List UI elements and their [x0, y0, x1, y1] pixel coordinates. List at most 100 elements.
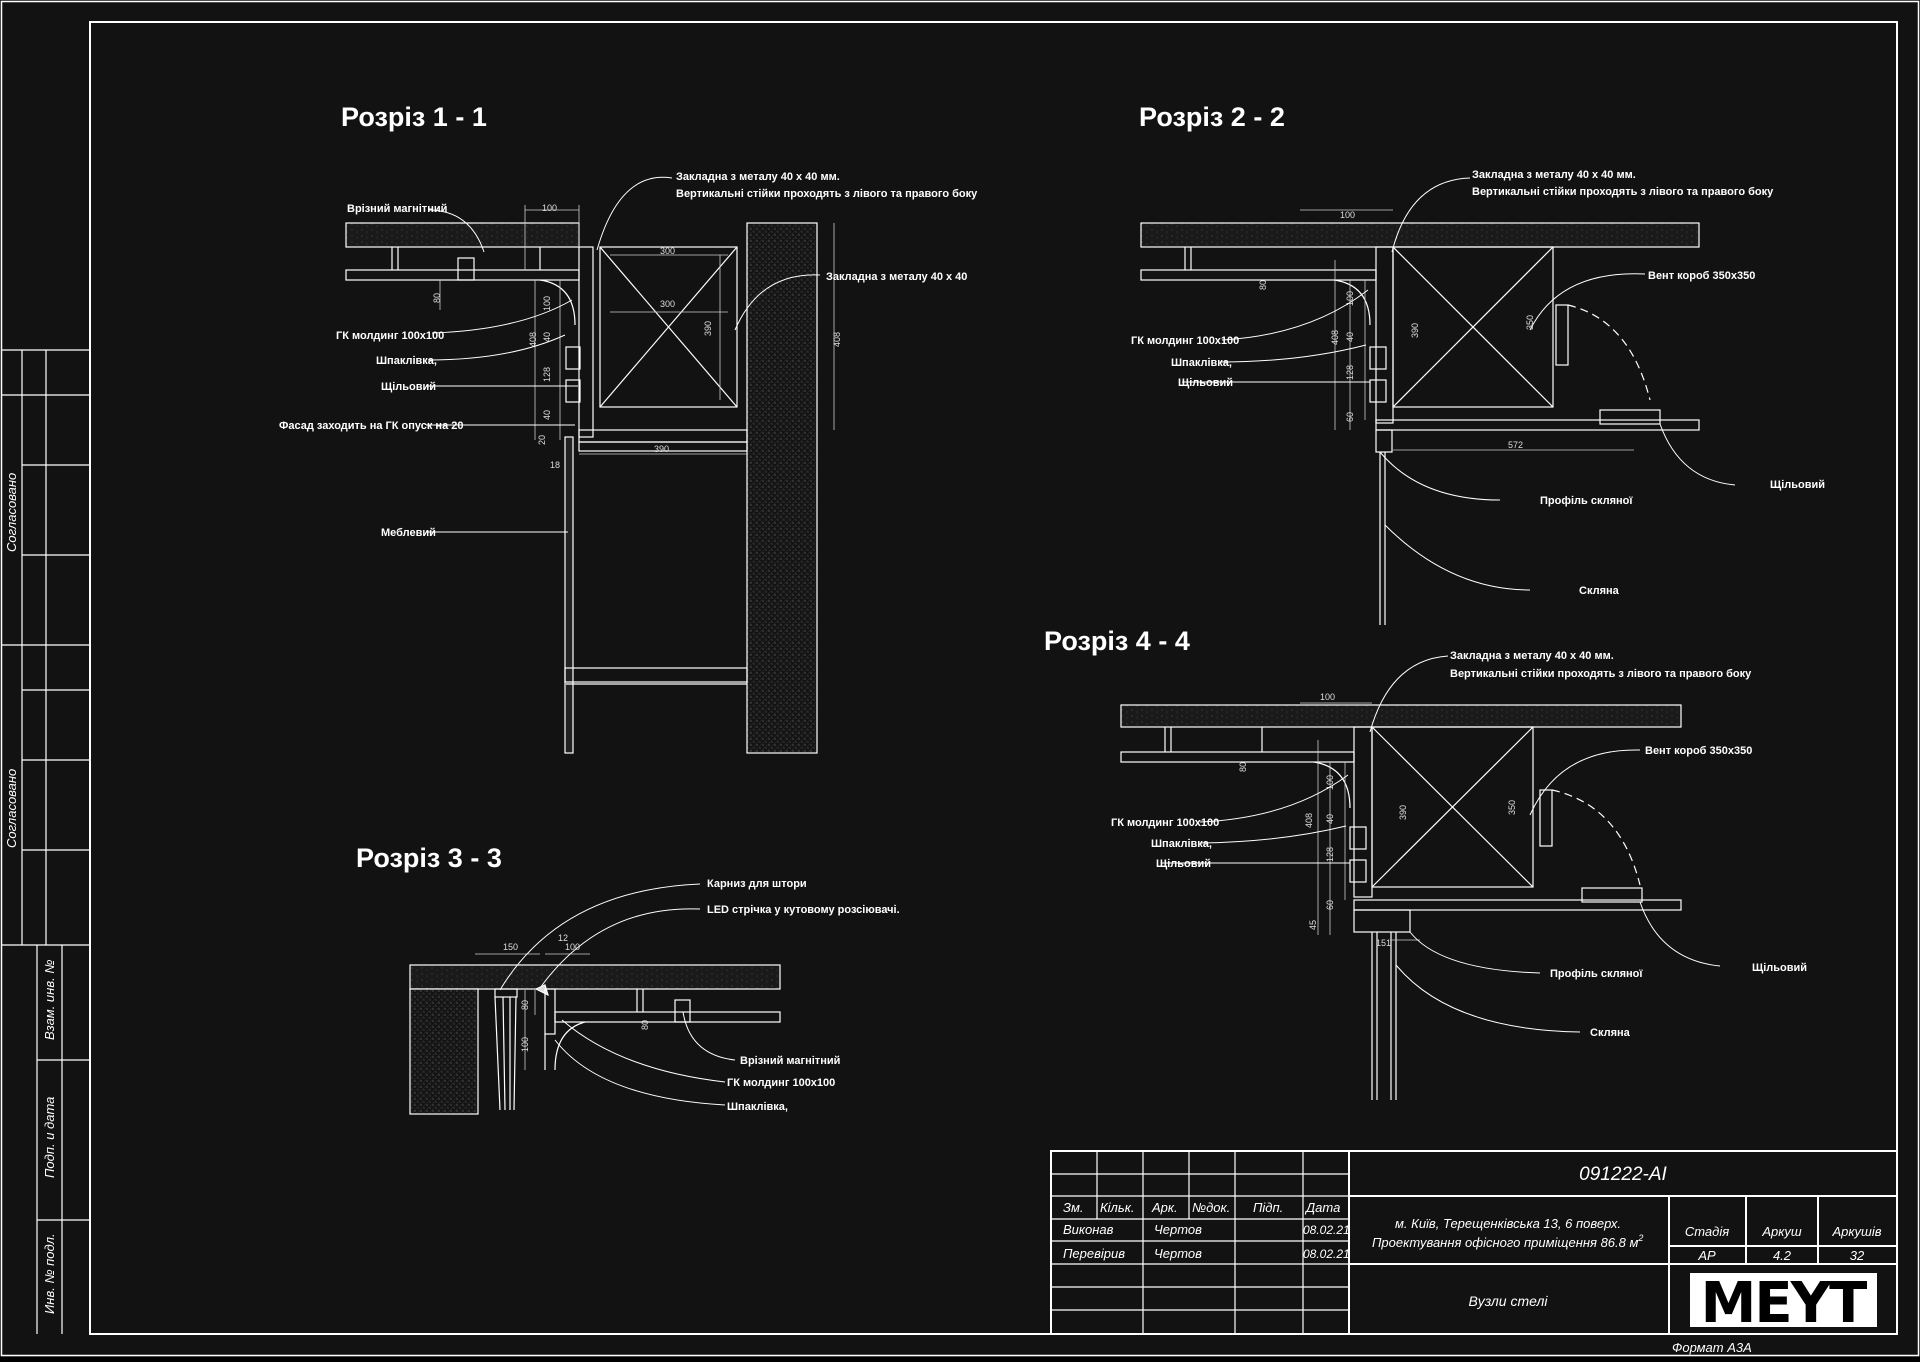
drawing-name: Вузли стелі — [1469, 1293, 1549, 1309]
value-sheet: 4.2 — [1773, 1248, 1792, 1263]
note-vent: Вент короб 350х350 — [1645, 745, 1752, 757]
note-embed: Закладна з металу 40 х 40 мм. — [1472, 169, 1636, 181]
drawing-code: 091222-АІ — [1579, 1164, 1667, 1185]
dim: 100 — [1345, 291, 1355, 306]
dim: 390 — [703, 321, 713, 336]
row-name: Чертов — [1154, 1222, 1202, 1237]
row-date: 08.02.21 — [1303, 1247, 1350, 1261]
note-gap: Щільовий — [1156, 858, 1211, 870]
row-date: 08.02.21 — [1303, 1223, 1350, 1237]
note-molding: ГК молдинг 100х100 — [1131, 335, 1239, 347]
dim: 300 — [660, 299, 675, 309]
stamp-inv-swap: Взам. инв. № — [42, 960, 57, 1040]
value-stage: АР — [1697, 1248, 1716, 1263]
dim: 40 — [542, 332, 552, 342]
section-4-4-title: Розріз 4 - 4 — [1044, 626, 1190, 656]
header-date: Дата — [1304, 1200, 1340, 1215]
section-1-1-title: Розріз 1 - 1 — [341, 102, 487, 132]
dim: 100 — [1320, 692, 1335, 702]
note-molding: ГК молдинг 100х100 — [1111, 817, 1219, 829]
note-molding: ГК молдинг 100х100 — [336, 330, 444, 342]
note-furniture: Меблевий — [381, 527, 436, 539]
note-gap: Щільовий — [381, 381, 436, 393]
note-embed-vertical: Вертикальні стійки проходять з лівого та… — [676, 188, 978, 200]
note-embed: Закладна з металу 40 х 40 мм. — [1450, 650, 1614, 662]
note-gap-2: Щільовий — [1752, 962, 1807, 974]
note-glass: Скляна — [1579, 585, 1620, 597]
section-3-3: Розріз 3 - 3 150 12 100 80 — [356, 843, 900, 1115]
format-label: Формат А3А — [1672, 1340, 1752, 1355]
section-2-2: Розріз 2 - 2 10 — [1131, 102, 1825, 625]
dim: 60 — [1345, 412, 1355, 422]
note-embed-40: Закладна з металу 40 х 40 — [826, 271, 967, 283]
dim: 572 — [1508, 440, 1523, 450]
value-sheets: 32 — [1850, 1248, 1865, 1263]
dim: 80 — [640, 1020, 650, 1030]
dim: 150 — [503, 942, 518, 952]
side-stamp — [1, 349, 90, 1334]
dim: 151 — [1376, 938, 1391, 948]
header-sign: Підп. — [1253, 1200, 1283, 1215]
dim: 100 — [542, 296, 552, 311]
dim: 80 — [432, 293, 442, 303]
section-1-1: Розріз 1 - 1 — [279, 102, 978, 754]
note-profile: Профіль скляної — [1550, 968, 1643, 980]
dim: 390 — [1398, 805, 1408, 820]
dim: 100 — [565, 942, 580, 952]
note-putty: Шпаклівка, — [376, 355, 437, 367]
dim: 128 — [1345, 365, 1355, 380]
dim: 80 — [520, 1000, 530, 1010]
note-facade: Фасад заходить на ГК опуск на 20 — [279, 420, 464, 432]
note-profile: Профіль скляної — [1540, 495, 1633, 507]
note-magnet: Врізний магнітний — [740, 1055, 840, 1067]
dim: 128 — [1325, 847, 1335, 862]
note-gap-2: Щільовий — [1770, 479, 1825, 491]
dim: 390 — [1410, 323, 1420, 338]
dim: 40 — [1345, 332, 1355, 342]
note-molding: ГК молдинг 100х100 — [727, 1077, 835, 1089]
dim: 350 — [1507, 800, 1517, 815]
header-doc: №док. — [1192, 1200, 1230, 1215]
dim: 408 — [832, 332, 842, 347]
row-role: Виконав — [1063, 1222, 1114, 1237]
dim: 100 — [1340, 210, 1355, 220]
dim: 45 — [1308, 920, 1318, 930]
stamp-inv-orig: Инв. № подл. — [42, 1233, 57, 1314]
dim: 60 — [1325, 900, 1335, 910]
stamp-agreed-1: Согласовано — [4, 473, 19, 552]
dim: 128 — [542, 367, 552, 382]
dim: 80 — [1238, 762, 1248, 772]
row-name: Чертов — [1154, 1246, 1202, 1261]
dim: 100 — [520, 1037, 530, 1052]
logo: MEYT — [1690, 1271, 1877, 1336]
section-3-3-title: Розріз 3 - 3 — [356, 843, 502, 873]
note-gap: Щільовий — [1178, 377, 1233, 389]
dim: 408 — [1304, 813, 1314, 828]
note-embed: Закладна з металу 40 х 40 мм. — [676, 171, 840, 183]
dim: 100 — [1325, 775, 1335, 790]
stamp-sign-date: Подп. и дата — [42, 1097, 57, 1178]
note-putty: Шпаклівка, — [1151, 838, 1212, 850]
note-embed-vertical: Вертикальні стійки проходять з лівого та… — [1450, 668, 1752, 680]
project-address: м. Київ, Терещенківська 13, 6 поверх. — [1395, 1216, 1621, 1231]
dim: 18 — [550, 460, 560, 470]
note-putty: Шпаклівка, — [727, 1101, 788, 1113]
dim: 408 — [528, 332, 538, 347]
svg-text:MEYT: MEYT — [1701, 1271, 1868, 1336]
note-vent: Вент короб 350х350 — [1648, 270, 1755, 282]
note-led: LED стрічка у кутовому розсіювачі. — [707, 904, 900, 916]
label-sheet: Аркуш — [1761, 1224, 1802, 1239]
dim: 40 — [1325, 814, 1335, 824]
dim: 12 — [558, 933, 568, 943]
note-magnet: Врізний магнітний — [347, 203, 447, 215]
project-title: Проектування офісного приміщення 86.8 м2 — [1372, 1233, 1643, 1250]
dim: 350 — [1525, 315, 1535, 330]
note-glass: Скляна — [1590, 1027, 1631, 1039]
note-cornice: Карниз для штори — [707, 878, 807, 890]
header-sheet: Арк. — [1151, 1200, 1178, 1215]
row-role: Перевірив — [1063, 1246, 1125, 1261]
stamp-agreed-2: Согласовано — [4, 769, 19, 848]
